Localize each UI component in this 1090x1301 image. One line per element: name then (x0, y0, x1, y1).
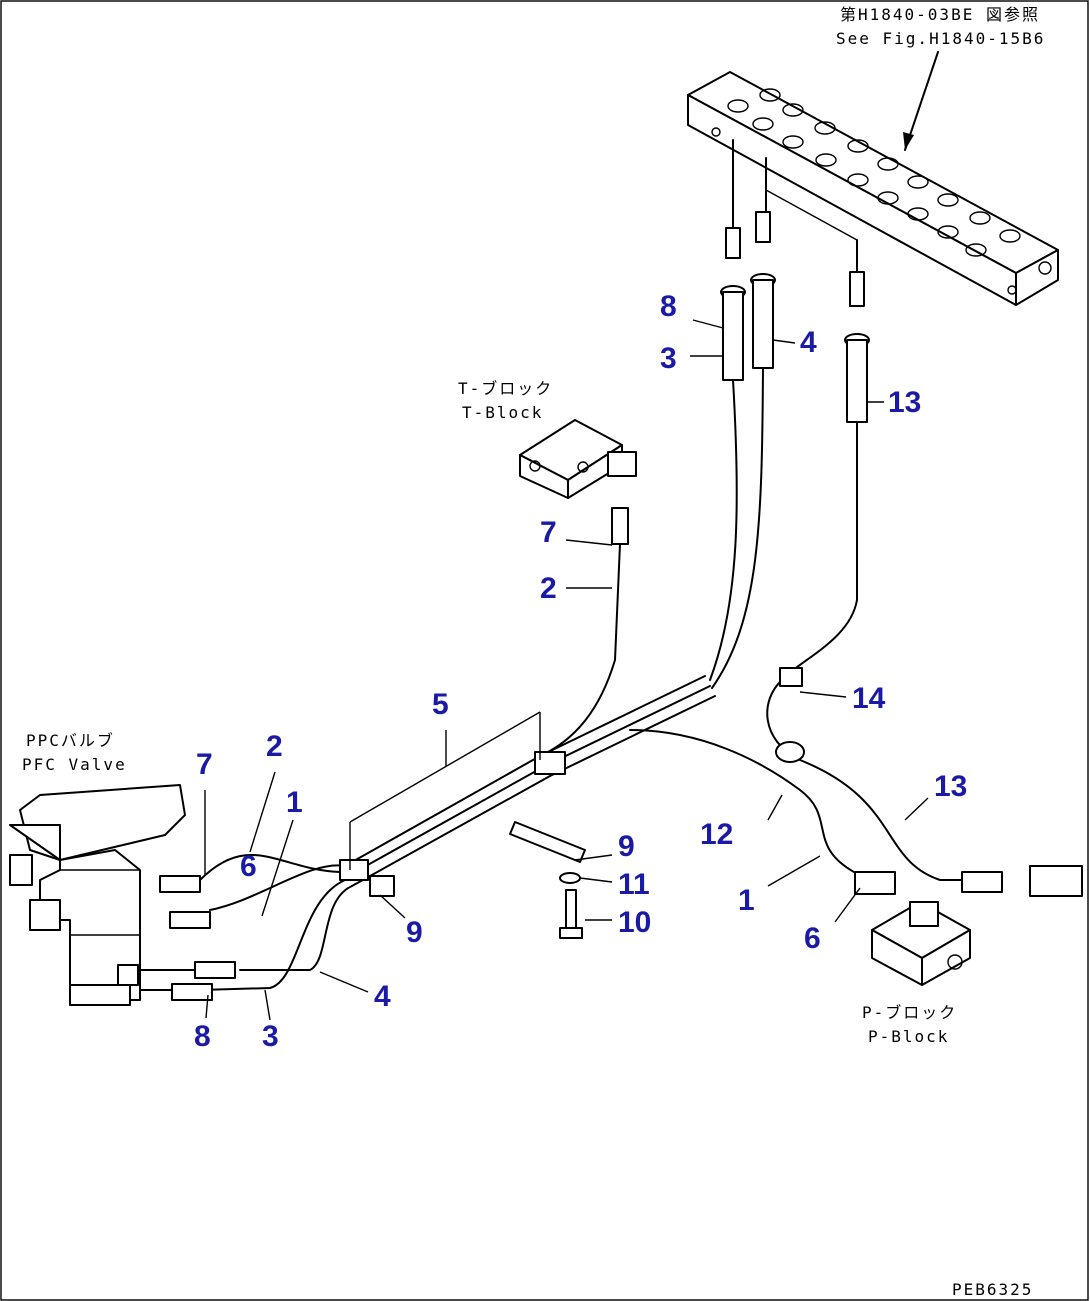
t-block (519, 419, 637, 545)
p-block-label-en: P-Block (868, 1027, 949, 1046)
callout-2-lower: 2 (266, 730, 283, 763)
pfc-valve (9, 784, 186, 1006)
manifold-fittings (725, 139, 865, 307)
callout-8-lower: 8 (194, 1020, 211, 1053)
t-block-label-jp: T-ブロック (458, 379, 553, 398)
callout-13-upper: 13 (888, 386, 921, 419)
callout-1-left: 1 (286, 786, 303, 819)
callout-4-lower: 4 (374, 980, 391, 1013)
callout-2-upper: 2 (540, 572, 557, 605)
callout-11: 11 (618, 868, 650, 901)
manifold-block (687, 71, 1059, 306)
callout-6-left: 6 (240, 850, 257, 883)
callout-6-right: 6 (804, 922, 821, 955)
callout-3-lower: 3 (262, 1020, 279, 1053)
reference-label-en: See Fig.H1840-15B6 (836, 29, 1045, 48)
callout-12: 12 (700, 818, 733, 851)
callout-8-upper: 8 (660, 290, 677, 323)
leader-lines (204, 319, 929, 1021)
callout-1-right: 1 (738, 884, 755, 917)
reference-arrow (904, 51, 939, 151)
t-block-label-en: T-Block (462, 403, 543, 422)
callout-10: 10 (618, 906, 651, 939)
callout-9-left: 9 (406, 916, 423, 949)
callout-3-upper: 3 (660, 342, 677, 375)
callout-9-right: 9 (618, 830, 635, 863)
hose-ends-upper (720, 273, 870, 423)
clamps (339, 667, 1003, 939)
valve-fittings (159, 875, 236, 1001)
p-block-label-jp: P-ブロック (862, 1003, 957, 1022)
reference-label-jp: 第H1840-03BE 図参照 (840, 5, 1040, 24)
p-block (871, 865, 1083, 986)
pfc-valve-label-jp: PPCバルブ (26, 731, 115, 750)
reference-arrowhead (903, 132, 914, 150)
callout-7-lower: 7 (196, 748, 213, 781)
callout-14: 14 (852, 682, 886, 715)
callout-4-upper: 4 (800, 326, 817, 359)
callout-5: 5 (432, 688, 449, 721)
pfc-valve-label-en: PFC Valve (22, 755, 127, 774)
drawing-code: PEB6325 (952, 1280, 1033, 1299)
callout-13-lower: 13 (934, 770, 967, 803)
callout-7-upper: 7 (540, 516, 557, 549)
